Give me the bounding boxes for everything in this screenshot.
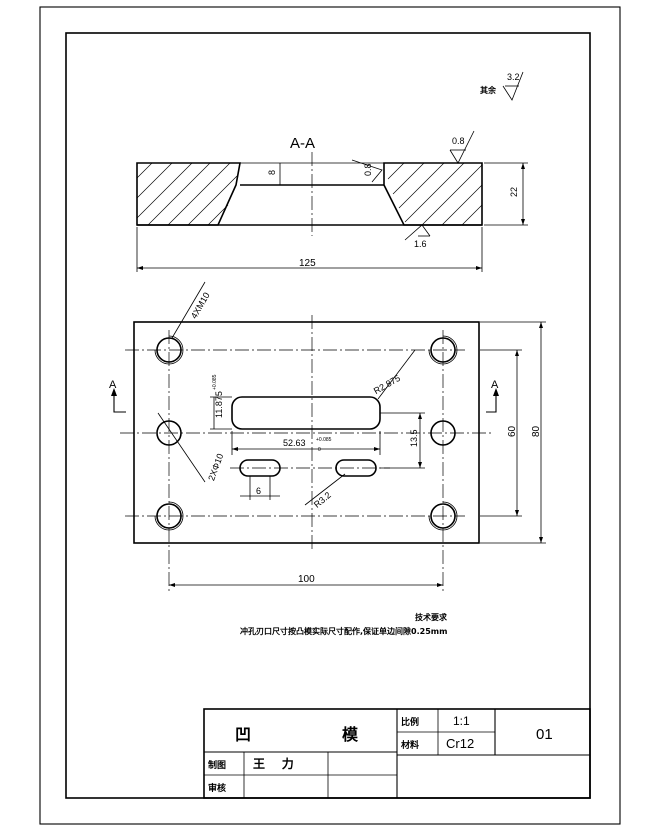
svg-text:100: 100	[298, 574, 315, 585]
svg-text:0.8: 0.8	[363, 163, 373, 176]
svg-text:80: 80	[531, 425, 542, 437]
svg-text:0: 0	[318, 447, 321, 453]
svg-text:13.5: 13.5	[409, 429, 419, 447]
svg-text:125: 125	[299, 258, 316, 269]
section-view: A-A 8	[136, 130, 528, 272]
svg-text:01: 01	[536, 726, 553, 743]
svg-text:6: 6	[256, 486, 261, 496]
section-mark-right: A	[486, 379, 499, 413]
svg-text:冲孔刃口尺寸按凸模实际尺寸配作,保证单边间隙0.25mm: 冲孔刃口尺寸按凸模实际尺寸配作,保证单边间隙0.25mm	[240, 626, 447, 636]
section-title: A-A	[290, 135, 315, 152]
svg-text:凹: 凹	[235, 725, 251, 744]
svg-text:R3.2: R3.2	[312, 490, 333, 510]
threaded-hole	[428, 335, 458, 365]
svg-text:模: 模	[342, 725, 359, 744]
svg-text:3.2: 3.2	[507, 72, 520, 82]
pin-hole	[156, 420, 182, 446]
threaded-hole	[154, 335, 184, 365]
svg-text:材料: 材料	[400, 739, 419, 751]
section-mark-left: A	[109, 379, 126, 413]
svg-text:A: A	[491, 379, 499, 391]
svg-text:8: 8	[267, 170, 277, 175]
svg-text:11.875: 11.875	[214, 391, 224, 418]
svg-text:王 力: 王 力	[253, 756, 294, 771]
threaded-hole	[428, 501, 458, 531]
svg-text:22: 22	[509, 187, 519, 197]
svg-text:Cr12: Cr12	[446, 736, 474, 751]
hatching-right	[387, 162, 483, 226]
svg-text:60: 60	[507, 425, 518, 437]
threaded-hole	[154, 501, 184, 531]
small-slot	[335, 459, 377, 477]
svg-text:0.8: 0.8	[452, 136, 465, 146]
main-slot	[231, 396, 381, 430]
svg-text:制图: 制图	[208, 759, 226, 771]
svg-text:技术要求: 技术要求	[415, 612, 448, 622]
svg-text:比例: 比例	[401, 716, 419, 728]
roughness-note: 其余 3.2	[480, 71, 524, 101]
hatching-left	[136, 162, 238, 226]
svg-text:R2.875: R2.875	[372, 373, 402, 396]
svg-text:审核: 审核	[208, 782, 226, 794]
title-block: 凹 模 比例 1:1 材料 Cr12 01 制图 王 力 审核	[203, 708, 591, 799]
svg-text:4XM10: 4XM10	[189, 291, 212, 321]
pin-hole	[430, 420, 456, 446]
svg-text:+0.085: +0.085	[212, 374, 218, 390]
plan-view: A A 4XM10 2XΦ10 R2.875 11.875 +0.085 52.…	[109, 281, 546, 592]
svg-text:1:1: 1:1	[453, 714, 470, 728]
svg-text:52.63: 52.63	[283, 438, 306, 448]
svg-text:其余: 其余	[480, 85, 497, 95]
svg-text:A: A	[109, 379, 117, 391]
svg-text:+0.085: +0.085	[316, 437, 332, 443]
outer-frame	[39, 6, 621, 825]
svg-text:1.6: 1.6	[414, 239, 427, 249]
small-slot	[239, 459, 281, 477]
svg-text:2XΦ10: 2XΦ10	[206, 452, 225, 482]
inner-frame	[65, 32, 591, 799]
tech-requirements: 技术要求 冲孔刃口尺寸按凸模实际尺寸配作,保证单边间隙0.25mm	[240, 612, 448, 636]
